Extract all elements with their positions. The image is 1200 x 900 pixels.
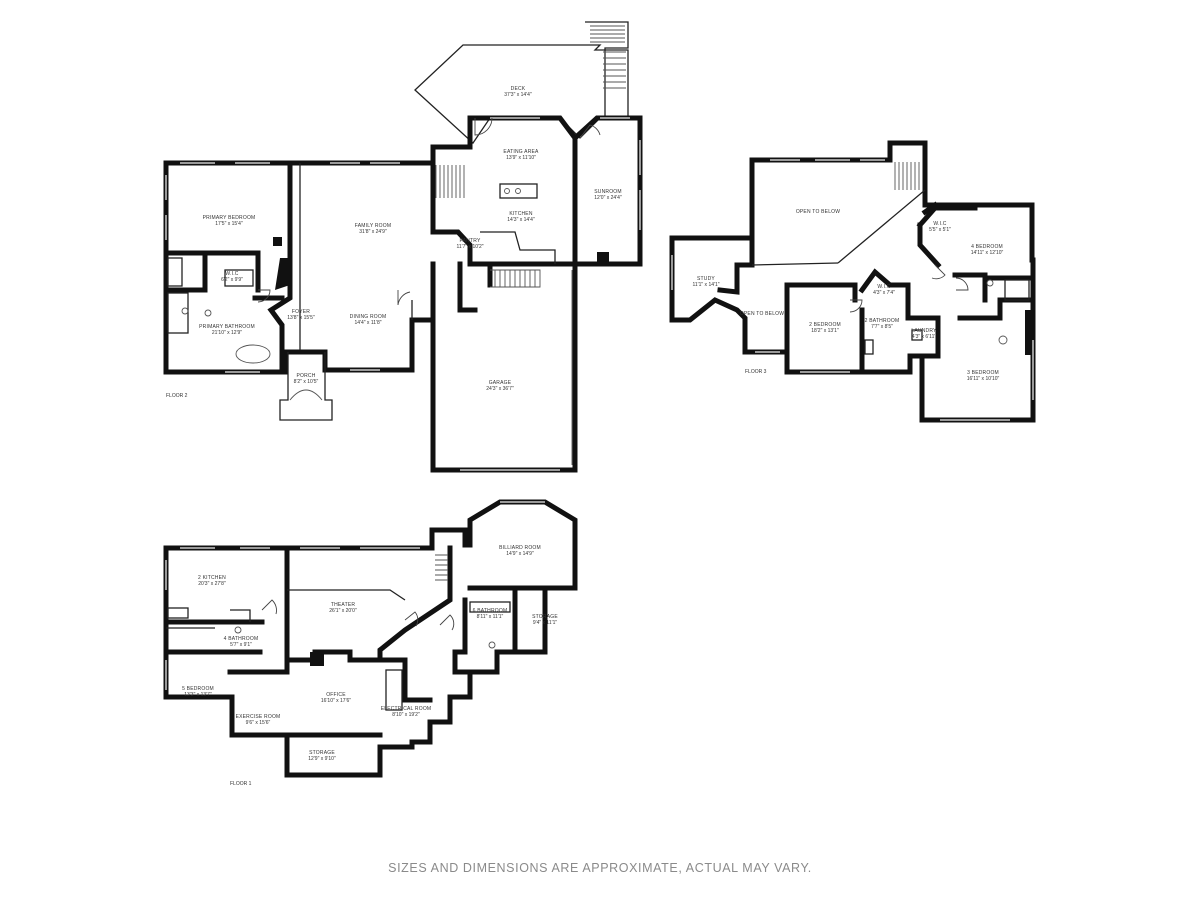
room-name: THEATER — [331, 602, 356, 608]
room-dims: 26'1" x 20'0" — [329, 608, 357, 614]
room-dims: 21'10" x 12'9" — [212, 330, 242, 336]
room-dims: 31'8" x 24'9" — [359, 229, 387, 235]
room-name: PANTRY — [459, 238, 480, 244]
room-name: 6 BATHROOM — [473, 608, 508, 614]
room-name: 4 BEDROOM — [971, 244, 1003, 250]
room-name: 3 BEDROOM — [967, 370, 999, 376]
room-dims: 11'7" x 10'2" — [456, 244, 483, 250]
room-name: DECK — [511, 86, 526, 92]
room-name: STUDY — [697, 276, 715, 282]
room-dims: 5'5" x 5'1" — [929, 227, 951, 233]
room-name: GARAGE — [489, 380, 512, 386]
room-dims: 6'2" x 9'9" — [221, 277, 243, 283]
room-dims: 12'9" x 9'10" — [308, 756, 336, 762]
room-name: EXERCISE ROOM — [236, 714, 281, 720]
room-name: W.I.C — [933, 221, 946, 227]
room-name: ELECTRICAL ROOM — [381, 706, 432, 712]
disclaimer-text: SIZES AND DIMENSIONS ARE APPROXIMATE, AC… — [388, 861, 812, 875]
room-name: 2 BATHROOM — [865, 318, 900, 324]
floor-1-label: FLOOR 1 — [230, 781, 252, 787]
room-dims: 24'3" x 36'7" — [486, 386, 514, 392]
room-dims: 14'4" x 11'8" — [354, 320, 381, 326]
floor-1-plan: FLOOR 1 BILLIARD ROOM 14'9" x 14'9" 2 KI… — [163, 499, 578, 787]
room-name: STORAGE — [309, 750, 335, 756]
room-name: STORAGE — [532, 614, 558, 620]
room-dims: 11'1" x 14'1" — [692, 282, 719, 288]
room-name: W.I.C — [225, 271, 238, 277]
room-dims: 14'3" x 14'4" — [507, 217, 535, 223]
room-dims: 14'9" x 14'9" — [506, 551, 534, 557]
room-dims: 20'3" x 27'8" — [198, 581, 226, 587]
room-dims: 8'11" x 11'1" — [477, 614, 504, 620]
room-name: DINING ROOM — [350, 314, 387, 320]
room-dims: 12'0" x 24'4" — [594, 195, 622, 201]
room-dims: 9'4" x 11'1" — [533, 620, 557, 626]
room-name: PORCH — [296, 373, 315, 379]
room-dims: 13'3" x 13'7" — [184, 692, 212, 698]
room-name: PRIMARY BATHROOM — [199, 324, 255, 330]
room-name: EATING AREA — [503, 149, 539, 155]
room-name: 5 BEDROOM — [182, 686, 214, 692]
room-dims: 5'7" x 9'1" — [230, 642, 252, 648]
room-name: 2 KITCHEN — [198, 575, 226, 581]
room-dims: 8'10" x 19'2" — [392, 712, 420, 718]
room-name: PRIMARY BEDROOM — [203, 215, 256, 221]
room-name: W.I.C — [877, 284, 890, 290]
room-name: 4 BATHROOM — [224, 636, 259, 642]
room-dims: 14'11" x 12'10" — [971, 250, 1004, 256]
room-name: 2 BEDROOM — [809, 322, 841, 328]
room-dims: 16'11" x 10'10" — [967, 376, 1000, 382]
room-dims: 13'8" x 15'5" — [287, 315, 315, 321]
room-dims: 7'7" x 8'5" — [871, 324, 893, 330]
room-name: FOYER — [292, 309, 310, 315]
room-name: KITCHEN — [509, 211, 533, 217]
room-dims: 4'3" x 7'4" — [873, 290, 895, 296]
room-dims: 4'3" x 6'11" — [912, 334, 936, 340]
floor-2-label: FLOOR 2 — [166, 393, 188, 399]
floor-3-plan: FLOOR 3 OPEN TO BELOW W.I.C 5'5" x 5'1" … — [669, 140, 1036, 423]
room-name: FAMILY ROOM — [355, 223, 391, 229]
floor-3-label: FLOOR 3 — [745, 369, 767, 375]
room-dims: 37'3" x 14'4" — [504, 92, 532, 98]
room-name: SUNROOM — [594, 189, 622, 195]
room-dims: 17'5" x 15'4" — [215, 221, 243, 227]
room-name: OFFICE — [326, 692, 346, 698]
room-dims: 8'2" x 10'5" — [294, 379, 319, 385]
room-name: OPEN TO BELOW — [796, 209, 840, 215]
room-name: LAUNDRY — [911, 328, 937, 334]
floor-2-plan: FLOOR 2 DECK 37'3" x 14'4" EATING AREA 1… — [163, 21, 643, 473]
room-name: OPEN TO BELOW — [740, 311, 784, 317]
room-dims: 16'10" x 17'6" — [321, 698, 351, 704]
room-dims: 9'6" x 15'6" — [246, 720, 271, 726]
room-dims: 13'9" x 11'10" — [506, 155, 536, 161]
room-name: BILLIARD ROOM — [499, 545, 541, 551]
room-dims: 18'2" x 13'1" — [811, 328, 839, 334]
